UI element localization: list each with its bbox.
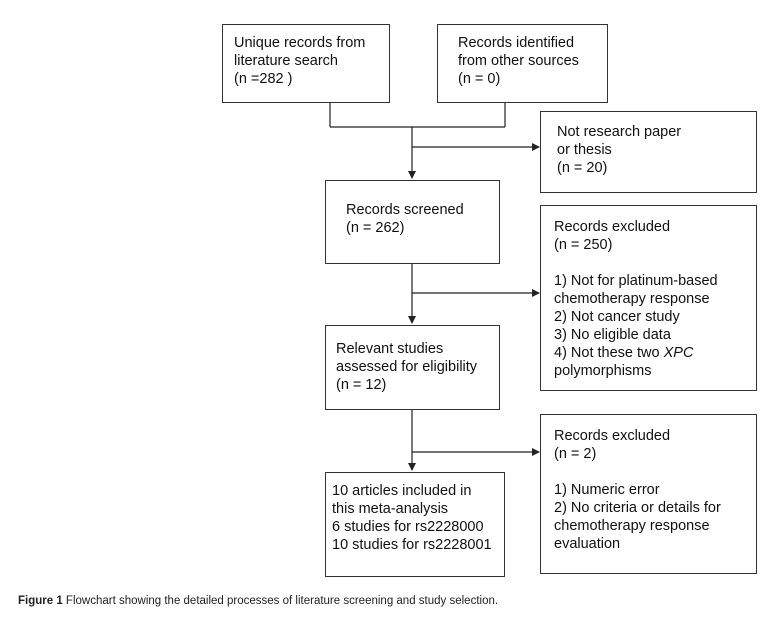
box-included: 10 articles included in this meta-analys… bbox=[325, 472, 505, 577]
box-other-sources: Records identified from other sources (n… bbox=[437, 24, 608, 103]
line: Relevant studies bbox=[336, 341, 444, 357]
line: assessed for eligibility bbox=[336, 359, 478, 375]
line: (n = 262) bbox=[346, 220, 405, 236]
box-records-excluded-1: Records excluded (n = 250) 1) Not for pl… bbox=[540, 205, 757, 391]
line: (n = 250) bbox=[554, 237, 613, 253]
item4-prefix: 4) Not these two bbox=[554, 345, 664, 361]
line: polymorphisms bbox=[554, 363, 652, 379]
line: (n = 20) bbox=[557, 160, 608, 176]
line: 1) Numeric error bbox=[554, 482, 660, 498]
figure-caption: Figure 1 Flowchart showing the detailed … bbox=[18, 595, 498, 607]
line: Records screened bbox=[346, 202, 464, 218]
figure-label: Figure 1 bbox=[18, 595, 63, 607]
box-records-screened: Records screened (n = 262) bbox=[325, 180, 500, 264]
line: Not research paper bbox=[557, 124, 682, 140]
line bbox=[554, 254, 743, 272]
line: or thesis bbox=[557, 142, 612, 158]
line: 10 studies for rs2228001 bbox=[332, 537, 492, 553]
line: 6 studies for rs2228000 bbox=[332, 519, 484, 535]
line: 1) Not for platinum-based bbox=[554, 273, 718, 289]
line: 4) Not these two XPC bbox=[554, 344, 743, 362]
line: from other sources bbox=[458, 53, 579, 69]
box-records-excluded-2: Records excluded (n = 2) 1) Numeric erro… bbox=[540, 414, 757, 574]
line: Records excluded bbox=[554, 219, 671, 235]
line bbox=[554, 463, 743, 481]
line: this meta-analysis bbox=[332, 501, 449, 517]
line: 2) No criteria or details for bbox=[554, 500, 721, 516]
line: Records identified bbox=[458, 35, 575, 51]
box-unique-records: Unique records from literature search (n… bbox=[222, 24, 390, 103]
figure-caption-text: Flowchart showing the detailed processes… bbox=[62, 595, 499, 607]
item4-gene: XPC bbox=[663, 345, 694, 361]
line: chemotherapy response bbox=[554, 291, 710, 307]
line: 10 articles included in bbox=[332, 483, 472, 499]
line: Records excluded bbox=[554, 428, 671, 444]
line: (n = 2) bbox=[554, 446, 597, 462]
line: literature search bbox=[234, 53, 338, 69]
line: 3) No eligible data bbox=[554, 327, 671, 343]
line: chemotherapy response bbox=[554, 518, 710, 534]
box-eligibility: Relevant studies assessed for eligibilit… bbox=[325, 325, 500, 410]
line: evaluation bbox=[554, 536, 621, 552]
line: (n = 0) bbox=[458, 71, 501, 87]
box-not-research: Not research paper or thesis (n = 20) bbox=[540, 111, 757, 193]
line: (n = 12) bbox=[336, 377, 387, 393]
line: (n =282 ) bbox=[234, 71, 293, 87]
line: 2) Not cancer study bbox=[554, 309, 680, 325]
line: Unique records from bbox=[234, 35, 366, 51]
